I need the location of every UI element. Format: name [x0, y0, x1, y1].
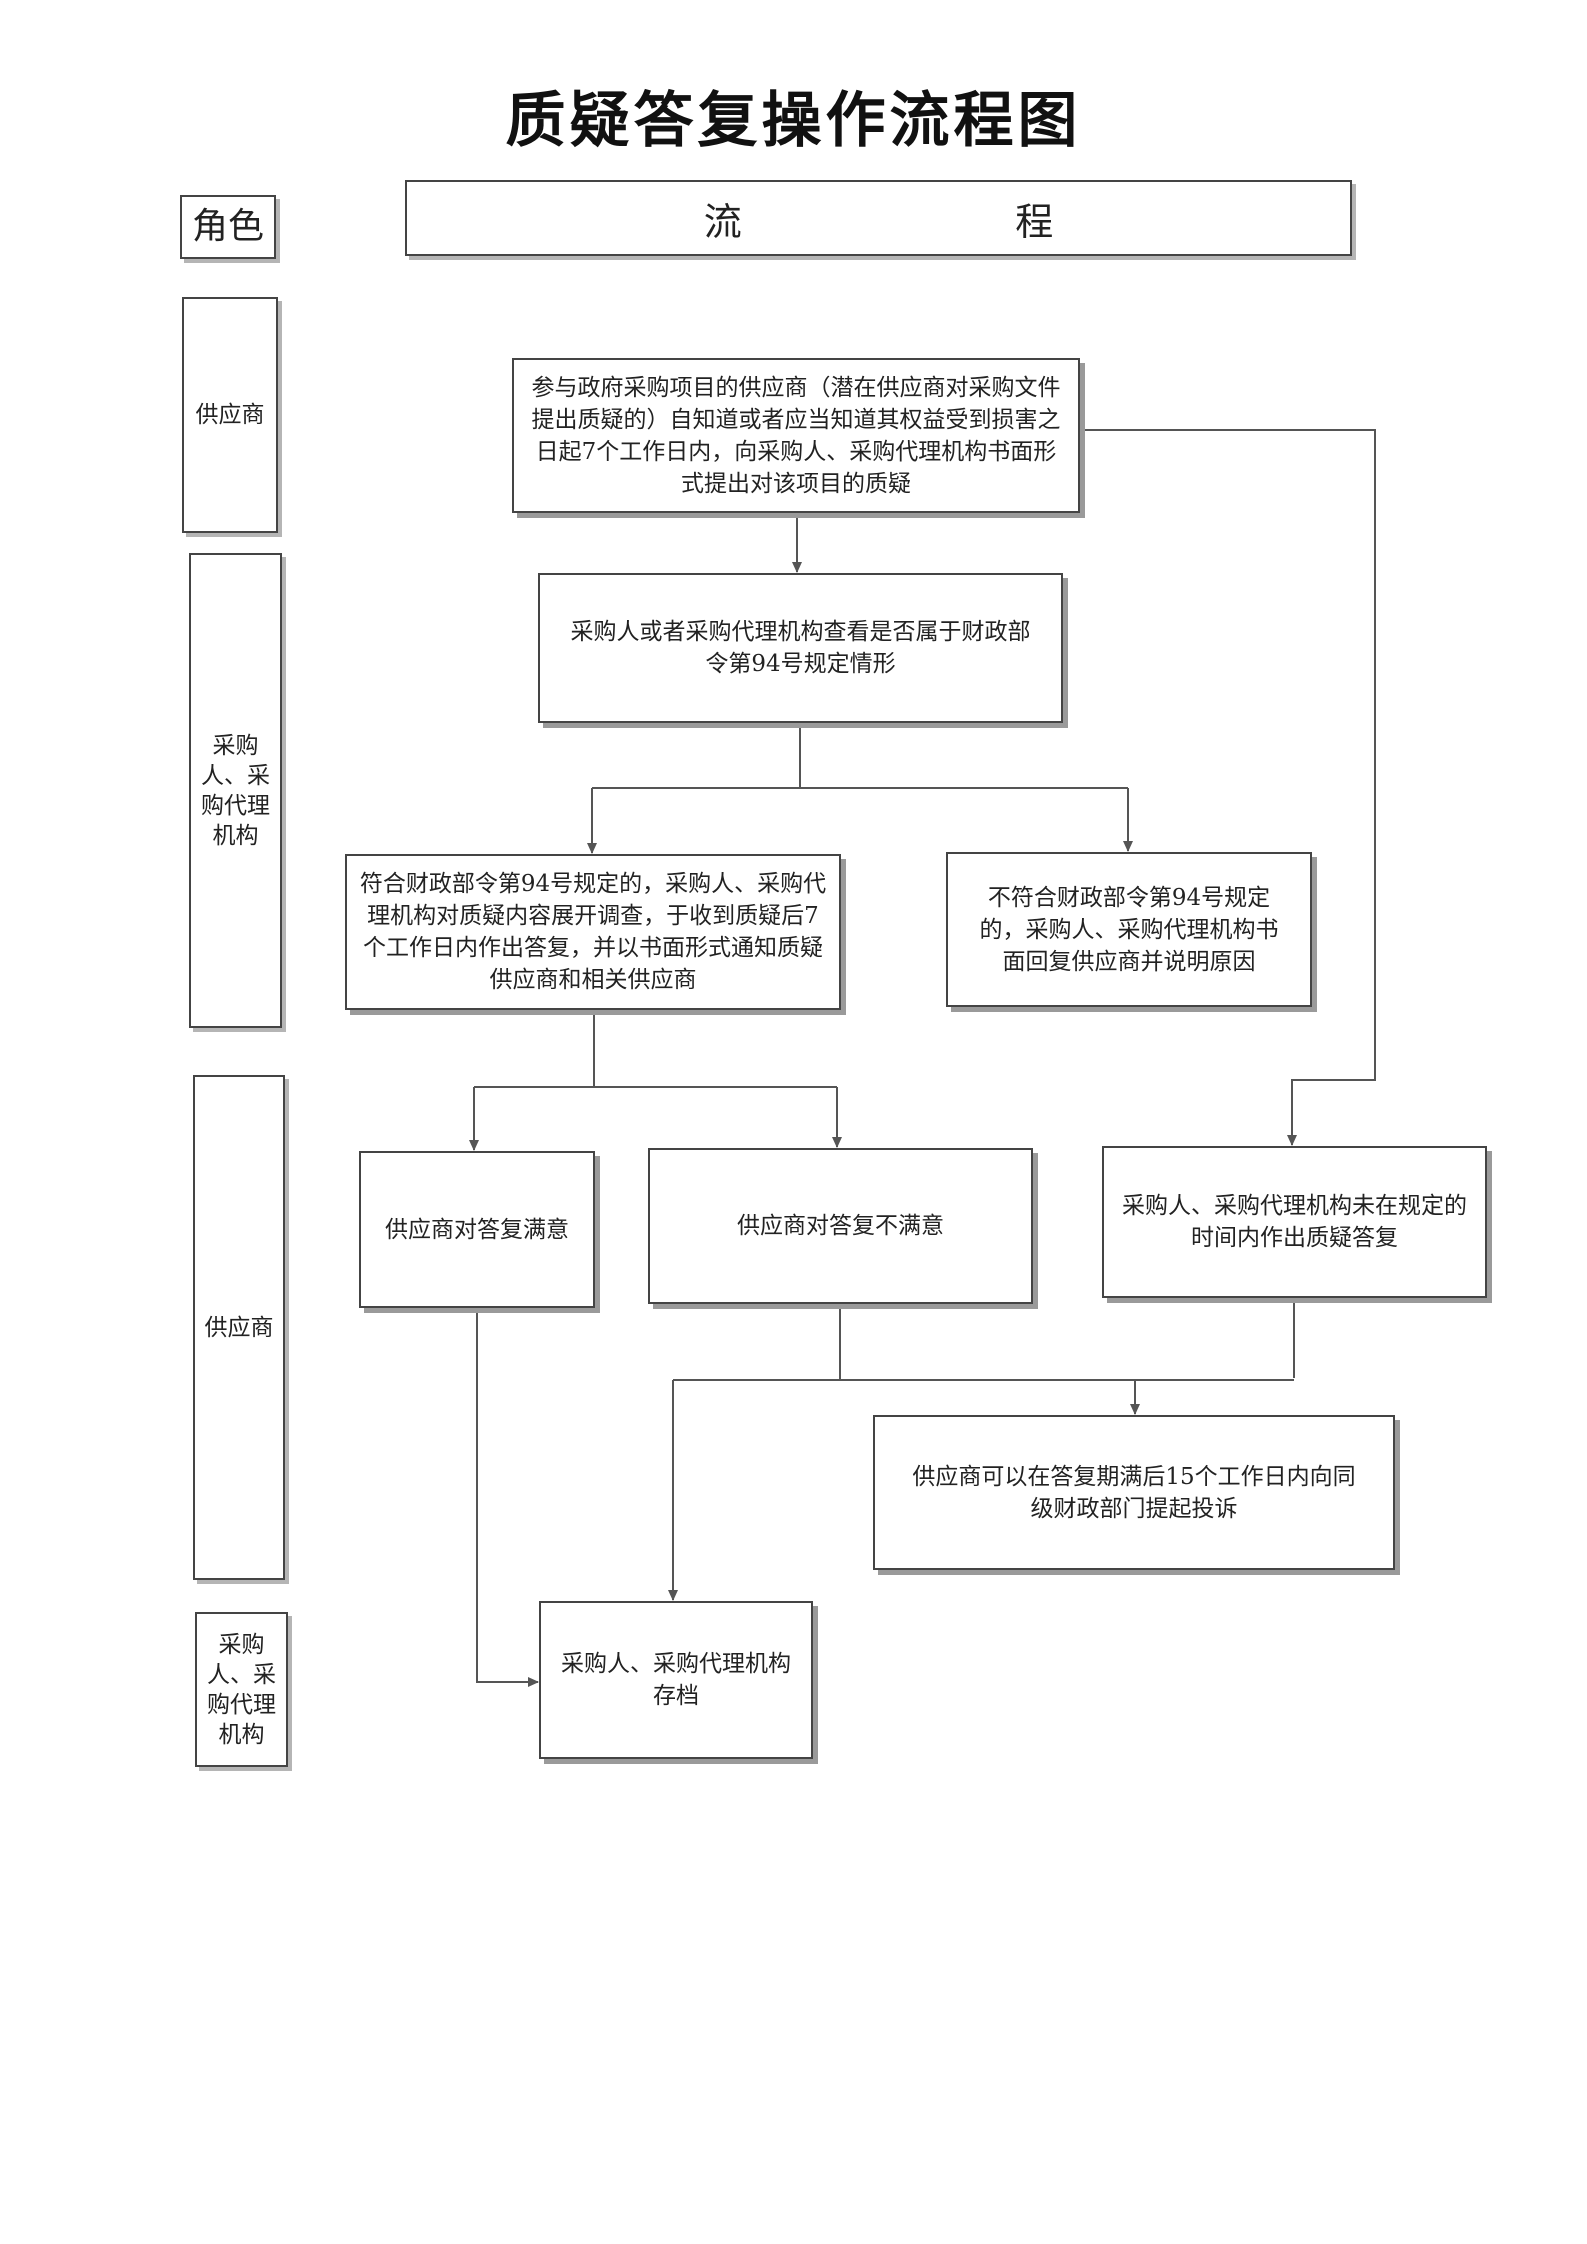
- role-lane-supplier-1: 供应商: [182, 297, 278, 533]
- node-file-complaint: 供应商可以在答复期满后15个工作日内向同级财政部门提起投诉: [873, 1415, 1395, 1570]
- node-supplier-satisfied: 供应商对答复满意: [359, 1151, 595, 1308]
- node-archive: 采购人、采购代理机构存档: [539, 1601, 813, 1759]
- flow-header-char-1: 流: [703, 199, 742, 244]
- node-supplier-unsatisfied: 供应商对答复不满意: [648, 1148, 1033, 1304]
- page-title: 质疑答复操作流程图: [505, 86, 1082, 156]
- node-complies-investigate-reply: 符合财政部令第94号规定的，采购人、采购代理机构对质疑内容展开调查，于收到质疑后…: [345, 854, 841, 1010]
- edge-satisfied-to-archive: [476, 1310, 539, 1687]
- flow-column-header: 流 程: [405, 180, 1352, 256]
- role-lane-purchaser-2: 采购人、采购代理机构: [195, 1612, 288, 1767]
- edge-start-to-no-reply: [1078, 429, 1376, 1146]
- role-lane-purchaser-1: 采购人、采购代理机构: [189, 553, 282, 1028]
- node-no-reply-in-time: 采购人、采购代理机构未在规定的时间内作出质疑答复: [1102, 1146, 1487, 1298]
- node-check-regulation-94: 采购人或者采购代理机构查看是否属于财政部令第94号规定情形: [538, 573, 1063, 723]
- role-column-header: 角色: [180, 195, 276, 259]
- role-lane-supplier-2: 供应商: [193, 1075, 285, 1580]
- node-not-comply-written-reply: 不符合财政部令第94号规定的，采购人、采购代理机构书面回复供应商并说明原因: [946, 852, 1312, 1007]
- flow-header-char-2: 程: [1015, 199, 1054, 244]
- node-supplier-submits-query: 参与政府采购项目的供应商（潜在供应商对采购文件提出质疑的）自知道或者应当知道其权…: [512, 358, 1080, 513]
